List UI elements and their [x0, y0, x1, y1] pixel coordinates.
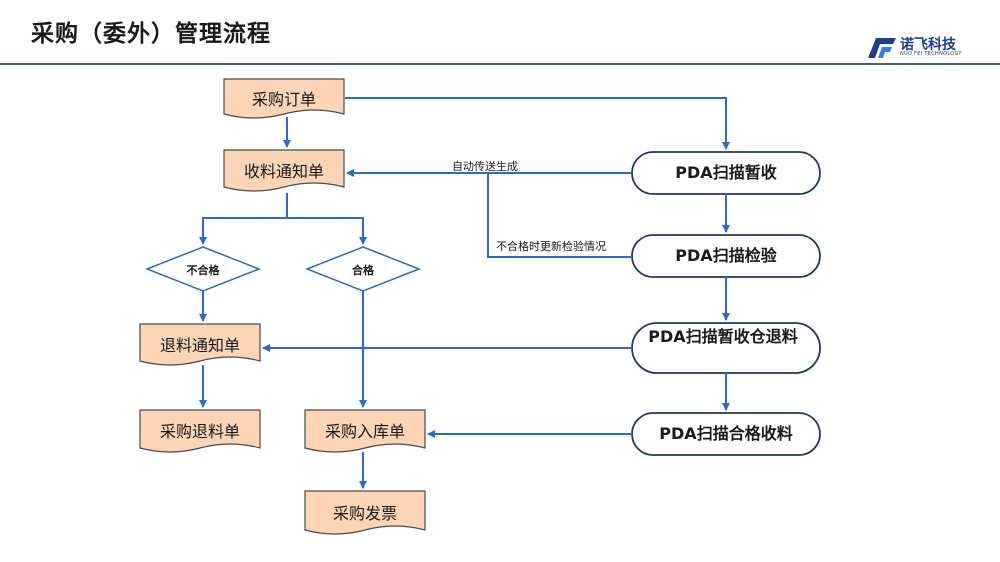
node-purchase-inbound: 采购入库单: [324, 422, 405, 441]
edge-receipt-split: [199, 193, 288, 245]
edge-receipt-to-qualified: [287, 217, 367, 245]
node-pda-temp-receive: PDA扫描暂收: [675, 163, 777, 182]
decision-qualified: 合格: [352, 264, 374, 277]
node-return-notice: 退料通知单: [159, 336, 240, 355]
logo-mark-icon: [868, 38, 896, 58]
edge-pda-inspect-to-receipt: [487, 173, 632, 258]
decision-unqualified: 不合格: [186, 264, 220, 277]
page-title: 采购（委外）管理流程: [31, 21, 271, 47]
logo-subtext: NUO FEI TECHNOLOGY: [900, 51, 962, 57]
node-purchase-return: 采购退料单: [159, 422, 240, 441]
company-logo: 诺飞科技 NUO FEI TECHNOLOGY: [866, 34, 966, 62]
node-purchase-inbound-shape: [304, 409, 426, 453]
logo-text: 诺飞科技: [900, 37, 956, 53]
edge-label-auto-generate: 自动传送生成: [452, 160, 518, 173]
title-divider: [0, 63, 1000, 65]
node-purchase-order-shape: [223, 78, 345, 119]
node-receipt-notice: 收料通知单: [243, 162, 324, 181]
node-return-notice-shape: [139, 323, 261, 366]
edge-order-to-pda-receive: [345, 97, 730, 150]
node-pda-qualified-receive: PDA扫描合格收料: [659, 424, 793, 443]
node-pda-inspect: PDA扫描检验: [675, 246, 777, 265]
node-purchase-order: 采购订单: [251, 90, 316, 109]
node-pda-temp-return: PDA扫描暂收仓退料: [648, 327, 798, 346]
node-purchase-invoice-shape: [304, 490, 426, 535]
node-purchase-return-shape: [139, 409, 261, 453]
edge-label-update-inspection: 不合格时更新检验情况: [496, 240, 606, 253]
node-receipt-notice-shape: [223, 149, 345, 192]
node-purchase-invoice: 采购发票: [332, 504, 397, 523]
